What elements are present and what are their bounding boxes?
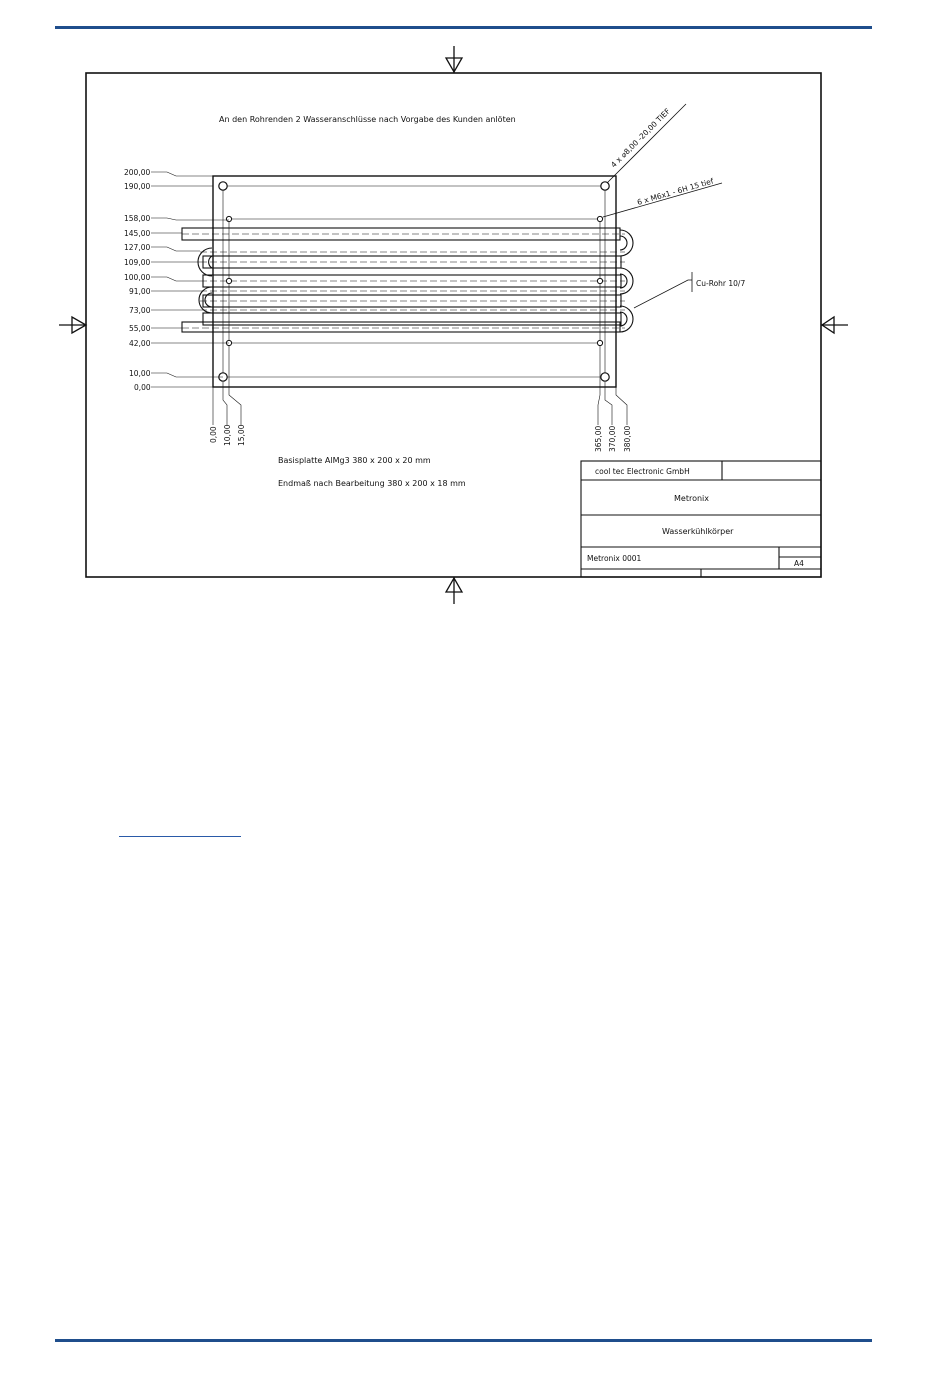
y-dim-label: 127,00: [124, 243, 150, 252]
final-size-note: Endmaß nach Bearbeitung 380 x 200 x 18 m…: [278, 479, 466, 488]
y-dimension-leaders: [151, 171, 229, 388]
y-dim-label: 55,00: [129, 324, 151, 333]
y-dim-label: 158,00: [124, 214, 150, 223]
center-mark-right: [820, 315, 848, 335]
thread-holes: [225, 215, 604, 347]
x-dimension-leaders: [212, 345, 628, 425]
y-dim-label: 10,00: [129, 369, 151, 378]
callout-holes-label: 4 x ⌀8,00 -20,00 TIEF: [609, 106, 672, 169]
title-block: [580, 460, 822, 578]
y-dim-label: 100,00: [124, 273, 150, 282]
title-block-drawing-number: Metronix 0001: [587, 554, 642, 563]
title-block-sheet-size: A4: [794, 559, 804, 568]
title-block-part-name: Wasserkühlkörper: [662, 527, 734, 536]
x-dim-label: 365,00: [594, 426, 603, 452]
base-plate: [212, 175, 617, 388]
link-underline[interactable]: [119, 836, 241, 837]
x-dim-label: 0,00: [209, 426, 218, 443]
center-mark-top: [444, 46, 464, 74]
callout-pipe-label: Cu-Rohr 10/7: [696, 279, 745, 288]
y-dim-label: 190,00: [124, 182, 150, 191]
title-block-customer: Metronix: [674, 494, 709, 503]
horizontal-reference-lines: [223, 185, 605, 378]
x-dim-label: 10,00: [223, 424, 232, 446]
x-dim-label: 15,00: [237, 424, 246, 446]
y-dim-label: 200,00: [124, 168, 150, 177]
callout-threads-label: 6 x M6x1 - 6H 15 tief: [636, 176, 715, 207]
y-dim-label: 91,00: [129, 287, 151, 296]
y-dim-label: 109,00: [124, 258, 150, 267]
mounting-holes: [218, 181, 610, 382]
x-dim-label: 370,00: [608, 426, 617, 452]
center-mark-left: [59, 315, 88, 335]
vertical-reference-lines: [222, 185, 606, 378]
y-dim-label: 0,00: [134, 383, 151, 392]
callout-leaders: [602, 103, 723, 309]
note-top: An den Rohrenden 2 Wasseranschlüsse nach…: [219, 115, 516, 124]
y-dim-label: 73,00: [129, 306, 151, 315]
footer-rule: [55, 1339, 872, 1342]
title-block-company: cool tec Electronic GmbH: [595, 467, 690, 476]
pipe-centerlines: [182, 233, 625, 329]
center-mark-bottom: [444, 576, 464, 604]
material-note: Basisplatte AlMg3 380 x 200 x 20 mm: [278, 456, 431, 465]
cooling-pipe: [181, 227, 634, 333]
y-dim-label: 145,00: [124, 229, 150, 238]
y-dim-label: 42,00: [129, 339, 151, 348]
x-dim-label: 380,00: [623, 426, 632, 452]
header-rule: [55, 26, 872, 29]
